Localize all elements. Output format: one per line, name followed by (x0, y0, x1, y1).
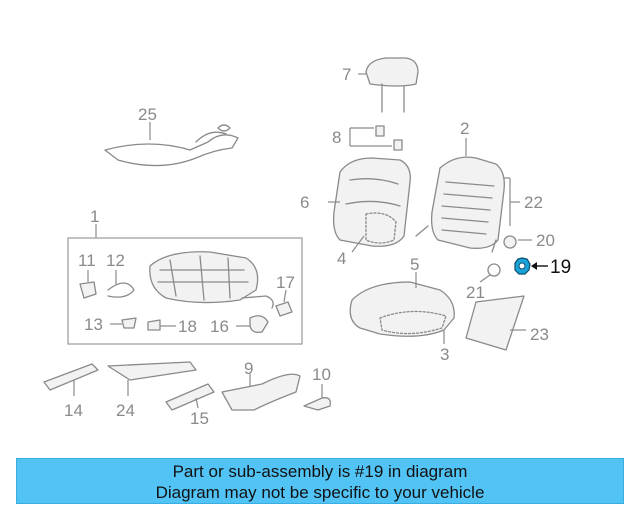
label-3: 3 (440, 345, 449, 364)
part-24-panel (107, 361, 197, 396)
part-23-pad (465, 295, 526, 351)
banner-line-1: Part or sub-assembly is #19 in diagram (172, 462, 468, 481)
label-10: 10 (312, 365, 331, 384)
part-21-ring (479, 263, 501, 283)
label-16: 16 (210, 317, 229, 336)
part-10-lever (303, 384, 331, 411)
label-13: 13 (84, 315, 103, 334)
label-15: 15 (190, 409, 209, 428)
label-2: 2 (460, 119, 469, 138)
part-25-harness (104, 122, 239, 167)
label-7: 7 (342, 65, 351, 84)
label-14: 14 (64, 401, 83, 420)
label-1: 1 (90, 207, 99, 226)
label-24: 24 (116, 401, 135, 420)
part-16 (236, 315, 269, 334)
label-19: 19 (550, 257, 571, 278)
part-5-cushion (349, 272, 455, 344)
label-25: 25 (138, 105, 157, 124)
label-20: 20 (536, 231, 555, 250)
label-22: 22 (524, 193, 543, 212)
label-9: 9 (244, 359, 253, 378)
part-13 (110, 317, 137, 329)
part-17 (275, 289, 293, 317)
part-8-bolts (349, 125, 403, 151)
part-18 (147, 319, 176, 331)
label-17: 17 (276, 273, 295, 292)
seat-parts-diagram: 25 7 8 6 4 2 22 20 (43, 57, 571, 428)
part-19-clip (514, 257, 548, 275)
part-14-trim (43, 363, 99, 396)
label-8: 8 (332, 128, 341, 147)
part-2-seatback-frame (415, 138, 520, 253)
label-5: 5 (410, 255, 419, 274)
part-12-cable (107, 270, 135, 298)
label-6: 6 (300, 193, 309, 212)
info-banner: Part or sub-assembly is #19 in diagram D… (16, 458, 624, 504)
label-23: 23 (530, 325, 549, 344)
label-21: 21 (466, 283, 485, 302)
part-20-nut (503, 235, 532, 249)
part-15-trim (165, 383, 215, 411)
part-7-headrest (358, 57, 419, 113)
banner-line-2: Diagram may not be specific to your vehi… (155, 483, 485, 502)
label-11: 11 (78, 251, 96, 270)
label-4: 4 (337, 249, 346, 268)
part-6-seatback-cover (328, 157, 411, 253)
part-11 (79, 270, 97, 299)
part-9-side-shield (221, 373, 301, 411)
label-18: 18 (178, 317, 197, 336)
label-12: 12 (106, 251, 125, 270)
part-1-assembly-box (67, 224, 303, 345)
